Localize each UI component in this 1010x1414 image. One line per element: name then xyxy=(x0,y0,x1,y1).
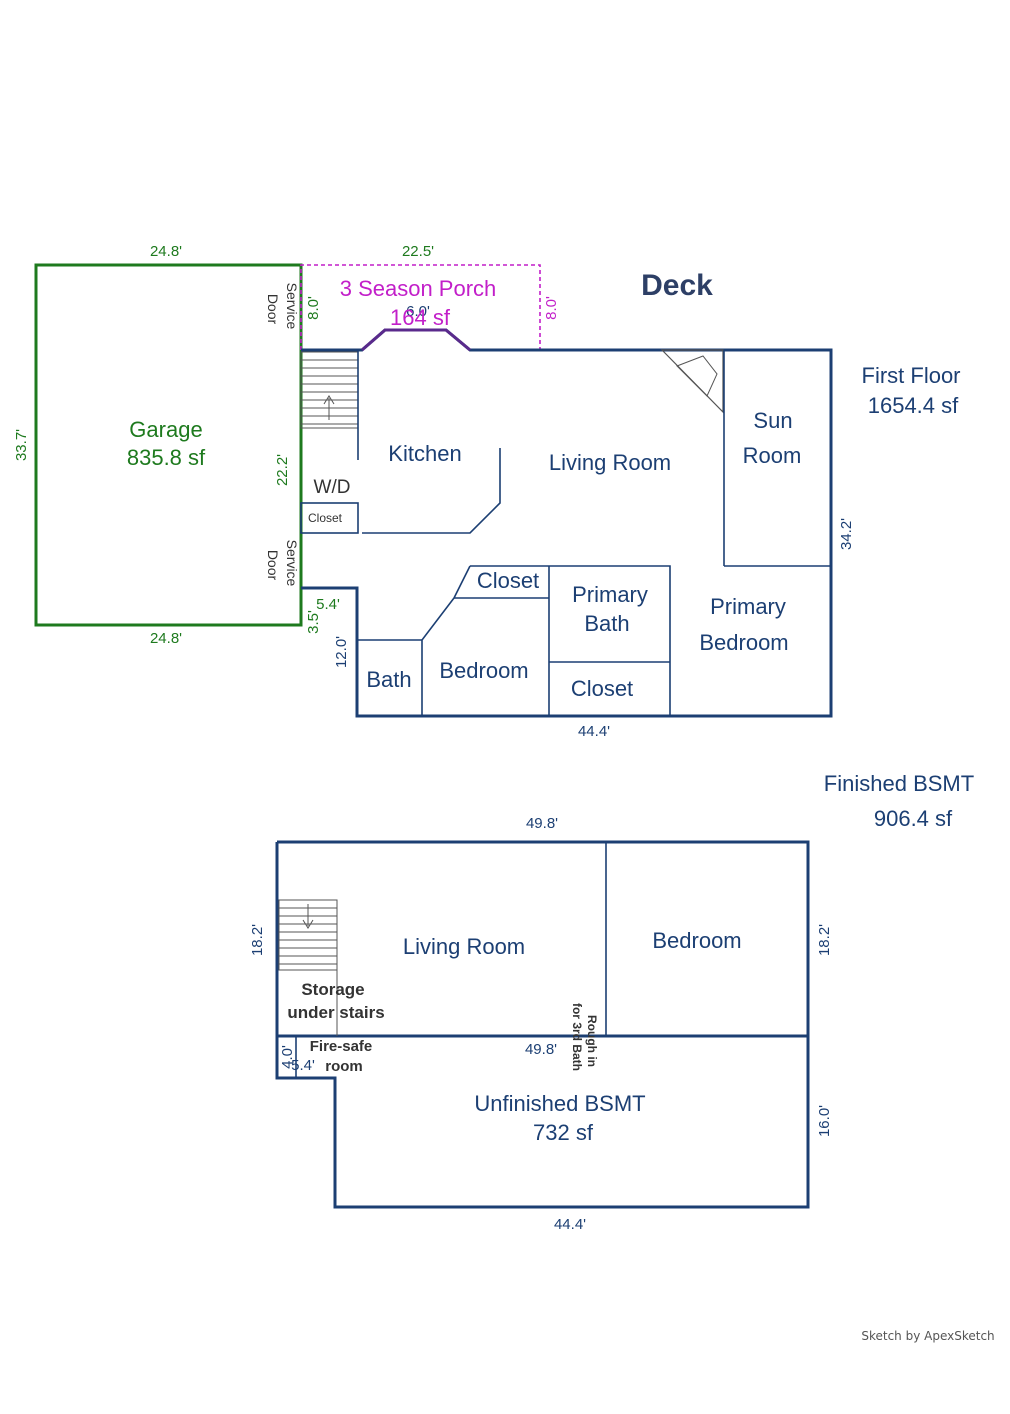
firesafe-label-2: room xyxy=(325,1058,363,1075)
first-floor: Closet W/D Kitchen Living Room Sun Room … xyxy=(300,328,961,740)
primary-bath-label-1: Primary xyxy=(572,582,648,607)
finished-area: 906.4 sf xyxy=(874,806,953,831)
storage-label-1: Storage xyxy=(301,980,364,999)
garage-dim-top: 24.8' xyxy=(150,243,182,260)
small-closet-label: Closet xyxy=(308,511,343,525)
closet-upper-label: Closet xyxy=(477,568,539,593)
basement-dim-right-upper: 18.2' xyxy=(816,924,833,956)
porch-area: 164 sf xyxy=(390,305,451,330)
kitchen-label: Kitchen xyxy=(388,441,461,466)
sketch-credit: Sketch by ApexSketch xyxy=(861,1329,994,1343)
basement-dim-bottom: 44.4' xyxy=(554,1216,586,1233)
unfinished-area: 732 sf xyxy=(533,1120,594,1145)
porch-dim-inner: 6.0' xyxy=(406,303,430,320)
deck-label: Deck xyxy=(641,269,713,302)
bath-label: Bath xyxy=(366,667,411,692)
main-stairs xyxy=(300,351,359,429)
porch-outline xyxy=(300,264,541,350)
porch-dim-left: 8.0' xyxy=(305,296,322,320)
primary-bedroom-label-2: Bedroom xyxy=(699,630,788,655)
living-room-label: Living Room xyxy=(549,450,671,475)
fireplace-hearth xyxy=(676,355,718,397)
garage-outline xyxy=(34,263,303,627)
sun-room-label-2: Room xyxy=(743,443,802,468)
garage-dim-bottom: 24.8' xyxy=(150,630,182,647)
first-floor-area: 1654.4 sf xyxy=(868,393,959,418)
notch-dim-width: 5.4' xyxy=(316,596,340,613)
finished-title: Finished BSMT xyxy=(824,771,974,796)
firesafe-label-1: Fire-safe xyxy=(310,1038,373,1055)
service-door-2-line2: Door xyxy=(265,550,281,581)
service-door-1-line2: Door xyxy=(265,294,281,325)
garage: 24.8' 24.8' 33.7' Garage 835.8 sf Servic… xyxy=(13,243,303,647)
basement-dim-left: 18.2' xyxy=(249,924,266,956)
bedroom-top-wall xyxy=(470,565,671,716)
kitchen-counter xyxy=(362,448,501,534)
first-floor-dim-right: 34.2' xyxy=(838,518,855,550)
storage-label-2: under stairs xyxy=(287,1003,384,1022)
basement-bedroom-label: Bedroom xyxy=(652,928,741,953)
porch-dim-right: 8.0' xyxy=(543,296,560,320)
stair-dim-left: 22.2' xyxy=(274,454,291,486)
notch-dim-height: 3.5' xyxy=(305,610,322,634)
unfinished-title: Unfinished BSMT xyxy=(474,1091,645,1116)
first-floor-dim-bottom: 44.4' xyxy=(578,723,610,740)
porch-dim-top: 22.5' xyxy=(402,243,434,260)
basement-living-room-label: Living Room xyxy=(403,934,525,959)
porch-title: 3 Season Porch xyxy=(340,276,497,301)
basement-stairs xyxy=(278,899,338,971)
primary-bath-label-2: Bath xyxy=(584,611,629,636)
rough-in-label-1: Rough in xyxy=(585,1015,599,1067)
basement-dim-top: 49.8' xyxy=(526,815,558,832)
primary-bedroom-label-1: Primary xyxy=(710,594,786,619)
firesafe-dim-width: 5.4' xyxy=(291,1057,315,1074)
garage-area: 835.8 sf xyxy=(127,445,206,470)
basement-dim-middle: 49.8' xyxy=(525,1041,557,1058)
three-season-porch: 22.5' 8.0' 8.0' 3 Season Porch 6.0' 164 … xyxy=(300,243,560,350)
firesafe-dim-height: 4.0' xyxy=(279,1045,296,1069)
service-door-2-line1: Service xyxy=(284,540,300,587)
basement-outline xyxy=(275,840,810,1209)
small-closet xyxy=(300,502,359,534)
bedroom-left-wall xyxy=(421,597,455,716)
sun-room-label-1: Sun xyxy=(753,408,792,433)
service-door-1-line1: Service xyxy=(284,283,300,330)
closet-lower-label: Closet xyxy=(571,676,633,701)
wd-label: W/D xyxy=(314,477,351,498)
bath-dim-height: 12.0' xyxy=(333,636,350,668)
first-floor-title: First Floor xyxy=(862,363,961,388)
basement: Living Room Bedroom Storage under stairs… xyxy=(249,771,974,1233)
bedroom-label: Bedroom xyxy=(439,658,528,683)
bay-window xyxy=(361,328,471,352)
garage-dim-left: 33.7' xyxy=(13,429,30,461)
garage-title: Garage xyxy=(129,417,202,442)
closet-angle xyxy=(453,565,471,599)
basement-dim-right-lower: 16.0' xyxy=(816,1105,833,1137)
first-floor-outline xyxy=(301,328,833,718)
rough-in-label-2: for 3rd Bath xyxy=(570,1003,584,1071)
